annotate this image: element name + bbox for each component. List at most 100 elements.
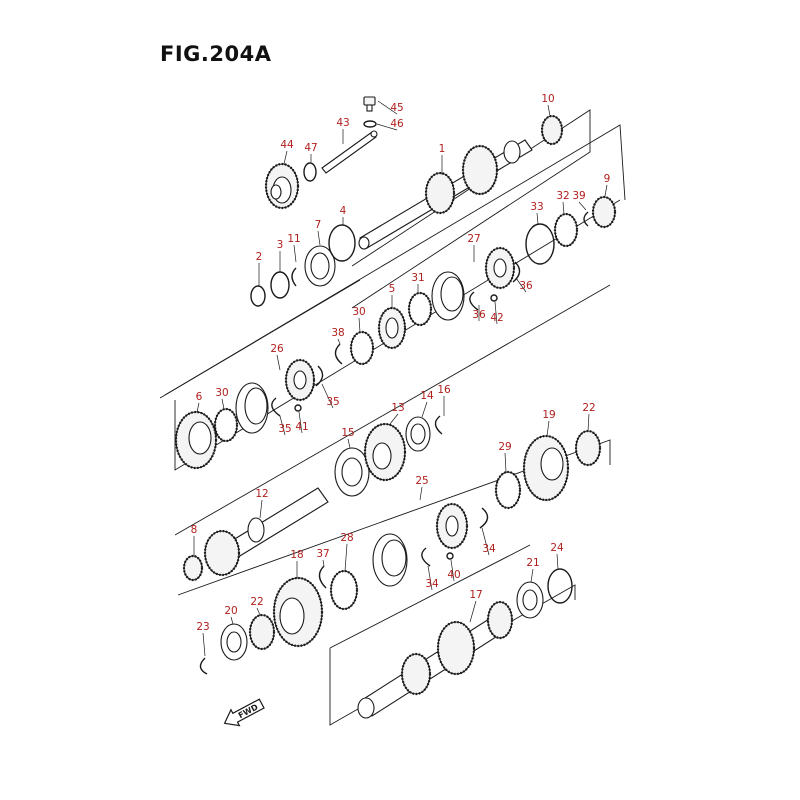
spring-35b [315, 365, 324, 387]
callout-label-c26: 26 [270, 343, 284, 355]
callout-label-c20: 20 [224, 605, 237, 617]
callout-leader-c45 [377, 100, 398, 115]
callout-leader-c41 [298, 411, 303, 434]
callout-label-c18: 18 [290, 549, 303, 561]
callout-leader-c22b [256, 607, 261, 616]
frame-lower-row-top [174, 284, 611, 536]
callout-label-c8: 8 [191, 524, 198, 536]
callout-label-c10: 10 [541, 93, 554, 105]
gear-5 [377, 306, 407, 350]
needle-bearing-8 [182, 554, 204, 582]
callout-leader-c33 [536, 212, 539, 225]
synchro-ring-32 [553, 212, 579, 248]
spring-34b [479, 507, 489, 529]
synchro-ring-30b [213, 407, 239, 443]
callout-label-c16: 16 [437, 384, 451, 396]
gear-13 [363, 422, 407, 482]
callout-label-c3: 3 [277, 239, 284, 251]
callout-leader-c39 [578, 201, 587, 211]
synchro-ring-30a [349, 330, 375, 366]
needle-bearing-22a [574, 429, 602, 467]
sleeve-25 [372, 533, 408, 587]
bearing-15 [334, 447, 370, 497]
input-shaft-1 [358, 139, 533, 250]
callout-leader-c35a [279, 415, 286, 436]
callout-label-c6: 6 [196, 391, 203, 403]
callout-leader-c44 [283, 150, 288, 165]
callout-label-c34a: 34 [482, 543, 496, 555]
callout-label-c30b: 30 [215, 387, 228, 399]
circlip-38 [334, 343, 343, 365]
circlip-39 [583, 211, 589, 227]
callout-label-c23: 23 [196, 621, 209, 633]
snap-ring-4 [328, 224, 356, 262]
callout-label-c45: 45 [390, 102, 403, 114]
callout-leader-c23 [202, 632, 206, 657]
callout-leader-c12 [259, 499, 263, 519]
synchro-ring-28 [329, 569, 359, 611]
synchro-ring-31 [407, 291, 433, 327]
frame-lower-row [177, 439, 611, 596]
frame-sync-row [174, 199, 621, 471]
callout-label-c22b: 22 [250, 596, 263, 608]
frame-sync-row-top [164, 124, 626, 396]
callout-label-c5: 5 [389, 283, 396, 295]
synchro-ring-29 [494, 470, 522, 510]
callout-leader-c28 [344, 543, 348, 572]
ring-24 [547, 568, 573, 604]
washer-46 [363, 120, 377, 128]
callout-leader-c7 [317, 230, 321, 246]
ball-bearing-7 [304, 245, 336, 287]
key-42 [490, 294, 498, 302]
callout-leader-c10 [547, 104, 551, 117]
needle-bearing-10 [540, 114, 564, 146]
callout-label-c15: 15 [341, 427, 354, 439]
callout-leader-c34b [427, 565, 433, 591]
callout-leader-c20 [230, 616, 234, 625]
callout-label-c9: 9 [604, 173, 611, 185]
callout-label-c36a: 36 [519, 280, 533, 292]
callout-label-c14: 14 [420, 390, 434, 402]
callout-label-c47: 47 [304, 142, 317, 154]
callout-label-c29: 29 [498, 441, 511, 453]
needle-bearing-9 [591, 195, 617, 229]
callout-label-c46: 46 [390, 118, 404, 130]
callout-label-c1: 1 [439, 143, 446, 155]
callout-label-c36b: 36 [472, 309, 486, 321]
fwd-arrow-icon: FWD [223, 698, 265, 727]
pin-43 [321, 130, 378, 174]
gear-6 [174, 410, 218, 470]
bearing-21 [516, 581, 544, 619]
callout-label-c24: 24 [550, 542, 564, 554]
callout-label-c38: 38 [331, 327, 344, 339]
key-41 [294, 404, 302, 412]
callout-leader-c40 [450, 559, 455, 582]
sleeve-27 [431, 271, 465, 321]
callout-leader-c6 [196, 402, 200, 413]
callout-label-c35a: 35 [278, 423, 291, 435]
callout-label-c32: 32 [556, 190, 569, 202]
callout-leader-c29 [504, 452, 507, 473]
callout-label-c25: 25 [415, 475, 428, 487]
bearing-20 [220, 623, 248, 661]
callout-leader-c19 [546, 420, 550, 437]
callout-leader-c14 [421, 401, 428, 418]
callout-label-c4: 4 [340, 205, 347, 217]
callout-leader-c46 [376, 123, 398, 131]
callout-leader-c11 [293, 244, 297, 263]
callout-leader-c36a [515, 277, 527, 293]
callout-label-c13: 13 [391, 402, 404, 414]
callout-label-c39: 39 [572, 190, 585, 202]
ring-3 [270, 271, 290, 299]
callout-leader-c26 [276, 354, 281, 371]
callout-leader-c42 [494, 301, 498, 325]
callout-label-c17: 17 [469, 589, 482, 601]
spring-36a [469, 291, 479, 311]
callout-leader-c30a [358, 317, 361, 333]
circlip-23 [199, 657, 208, 675]
ring-2 [250, 285, 266, 307]
circlip-11 [291, 267, 297, 287]
callout-leader-c9 [604, 184, 608, 197]
callout-label-c2: 2 [256, 251, 263, 263]
